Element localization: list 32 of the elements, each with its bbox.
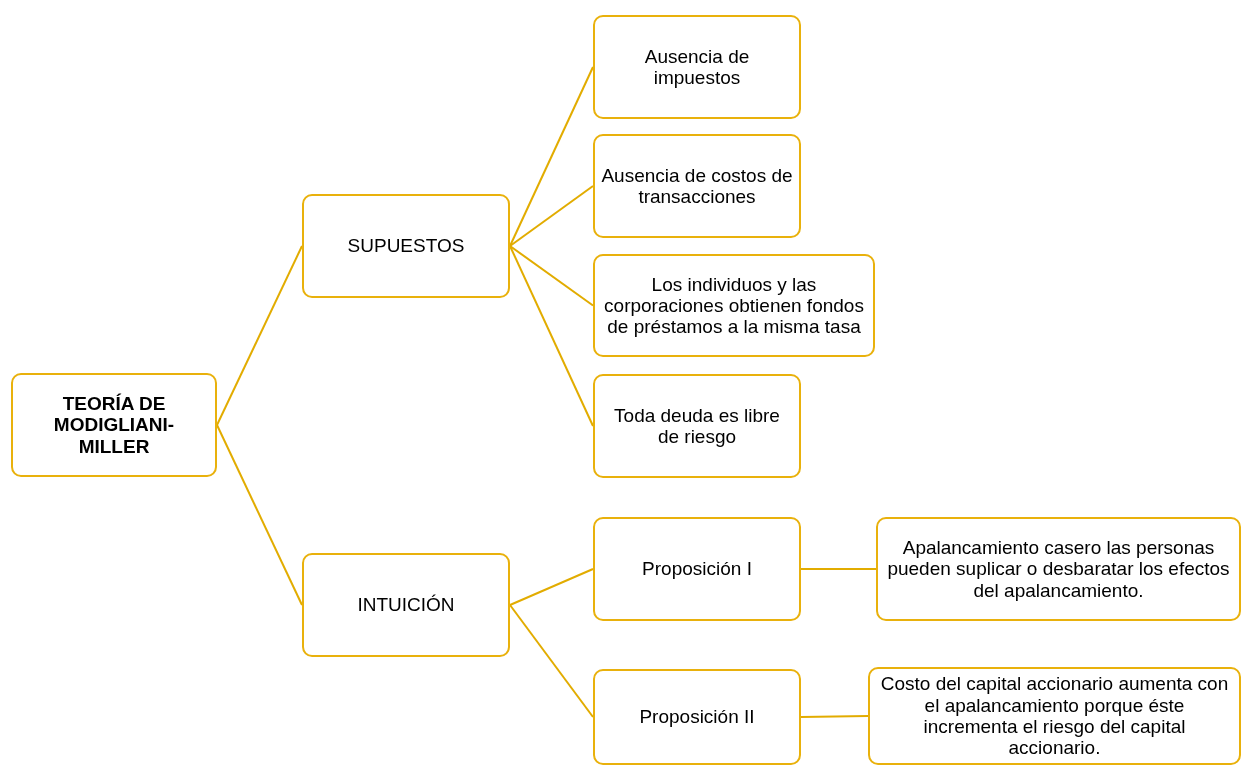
node-text: Toda deuda es libre de riesgo <box>613 404 781 448</box>
node-text: Ausencia de costos de transacciones <box>601 164 793 208</box>
node-text: Proposición II <box>639 706 755 728</box>
connector-line <box>216 245 303 426</box>
topic-box <box>876 517 1241 621</box>
topic-box <box>302 194 510 298</box>
connector-line <box>509 185 594 247</box>
connector-line <box>509 245 594 307</box>
topic-box <box>593 15 801 119</box>
connector-line <box>509 245 594 427</box>
connector-line <box>216 424 303 606</box>
topic-box <box>593 374 801 478</box>
node-text: Costo del capital accionario aumenta con el apalancamiento porque éste incrementa el riesgo del capital accionario. <box>879 673 1230 759</box>
connector-line <box>800 715 869 718</box>
topic-box <box>868 667 1241 765</box>
node-text: Ausencia de impuestos <box>643 45 751 89</box>
connector-line <box>800 568 877 570</box>
node-text: INTUICIÓN <box>357 594 455 616</box>
connector-line <box>509 66 594 247</box>
node-text: SUPUESTOS <box>347 235 465 257</box>
node-text: Los individuos y las corporaciones obtienen fondos de préstamos a la misma tasa <box>603 273 865 338</box>
topic-box <box>593 669 801 765</box>
topic-box <box>302 553 510 657</box>
node-text: Proposición I <box>642 558 752 580</box>
topic-box <box>593 517 801 621</box>
node-text: TEORÍA DE MODIGLIANI-MILLER <box>52 393 176 457</box>
root-box <box>11 373 217 477</box>
topic-box <box>593 254 875 357</box>
node-text: Apalancamiento casero las personas pueden suplicar o desbaratar los efectos del apalancamiento. <box>886 537 1231 601</box>
topic-box <box>593 134 801 238</box>
connector-line <box>509 604 594 718</box>
connector-line <box>509 568 594 606</box>
